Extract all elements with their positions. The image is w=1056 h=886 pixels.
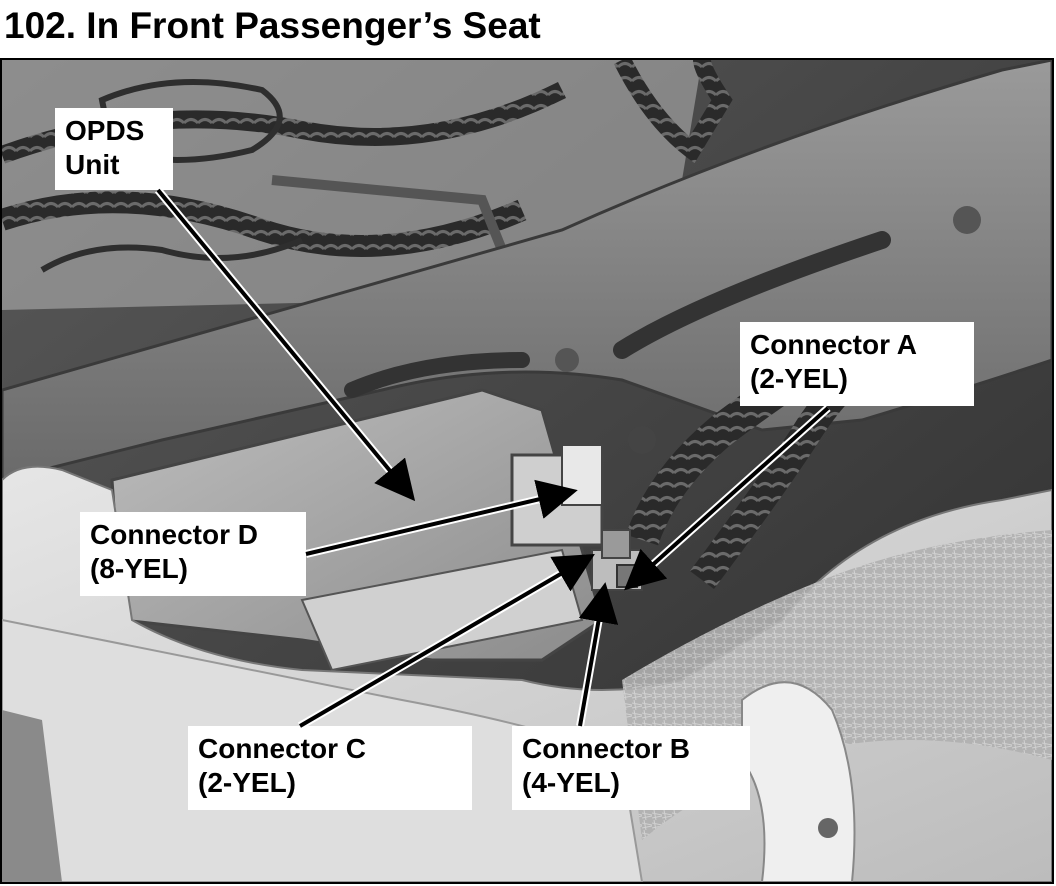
foam-clip — [818, 818, 838, 838]
seat-edge — [2, 710, 62, 882]
frame-hole — [953, 206, 981, 234]
coil-spring — [613, 60, 733, 164]
connector-d-latch — [561, 444, 603, 506]
callout-connector-c-line1: Connector C — [198, 733, 366, 764]
callout-connector-b-line2: (4-YEL) — [522, 767, 620, 798]
callout-connector-c-line2: (2-YEL) — [198, 767, 296, 798]
frame-bolt — [628, 426, 656, 454]
frame-slot — [613, 231, 891, 359]
connector-a-housing — [616, 564, 638, 588]
connector-c-housing — [601, 529, 631, 559]
callout-opds-unit-line1: OPDS — [65, 115, 145, 146]
callout-opds-unit: OPDS Unit — [55, 108, 173, 190]
callout-opds-unit-line2: Unit — [65, 149, 120, 180]
callout-connector-b: Connector B (4-YEL) — [512, 726, 750, 810]
figure-title: 102. In Front Passenger’s Seat — [4, 5, 541, 46]
callout-connector-a-line2: (2-YEL) — [750, 363, 848, 394]
callout-connector-d-line1: Connector D — [90, 519, 258, 550]
callout-connector-b-line1: Connector B — [522, 733, 690, 764]
callout-connector-c: Connector C (2-YEL) — [188, 726, 472, 810]
callout-connector-d: Connector D (8-YEL) — [80, 512, 306, 596]
callout-connector-d-line2: (8-YEL) — [90, 553, 188, 584]
frame-hole — [555, 348, 579, 372]
seat-rod — [271, 175, 507, 252]
callout-connector-a: Connector A (2-YEL) — [740, 322, 974, 406]
callout-connector-a-line1: Connector A — [750, 329, 917, 360]
